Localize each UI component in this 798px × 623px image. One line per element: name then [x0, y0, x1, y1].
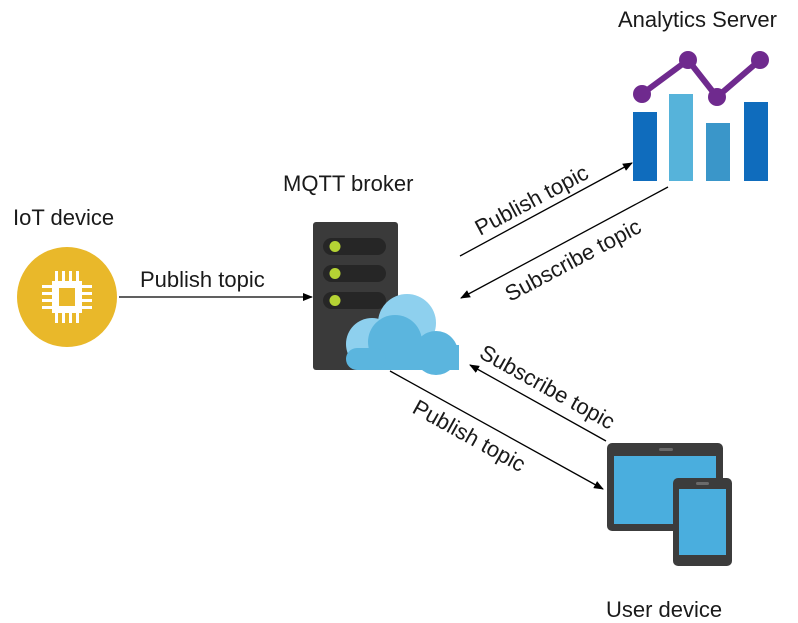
- arrow-line: [389, 370, 604, 490]
- mqtt-broker-node: MQTT broker: [283, 171, 459, 375]
- tablet-phone-icon: [607, 443, 732, 566]
- edge-iot-to-broker: Publish topic: [119, 267, 313, 301]
- iot-device-node: IoT device: [13, 205, 117, 347]
- chip-icon: [17, 247, 117, 347]
- chart-icon: [633, 51, 769, 181]
- server-cloud-icon: [313, 222, 459, 375]
- arrow-line: [469, 364, 607, 442]
- edge-user-to-broker: Subscribe topic: [469, 340, 620, 442]
- edge-label-analytics-subscribe: Subscribe topic: [501, 214, 646, 307]
- user-device-node: User device: [606, 443, 732, 622]
- edge-label-user-subscribe: Subscribe topic: [476, 340, 620, 435]
- arrow-line: [459, 162, 633, 257]
- analytics-server-node: Analytics Server: [618, 7, 777, 181]
- mqtt-broker-label: MQTT broker: [283, 171, 413, 196]
- edge-label-iot-publish: Publish topic: [140, 267, 265, 292]
- user-device-label: User device: [606, 597, 722, 622]
- cloud-icon: [346, 294, 459, 375]
- edge-label-broker-publish-user: Publish topic: [409, 395, 530, 477]
- edge-analytics-to-broker: Subscribe topic: [460, 186, 669, 307]
- analytics-server-label: Analytics Server: [618, 7, 777, 32]
- iot-device-label: IoT device: [13, 205, 114, 230]
- arrow-line: [460, 186, 669, 299]
- edge-label-broker-publish: Publish topic: [471, 160, 593, 241]
